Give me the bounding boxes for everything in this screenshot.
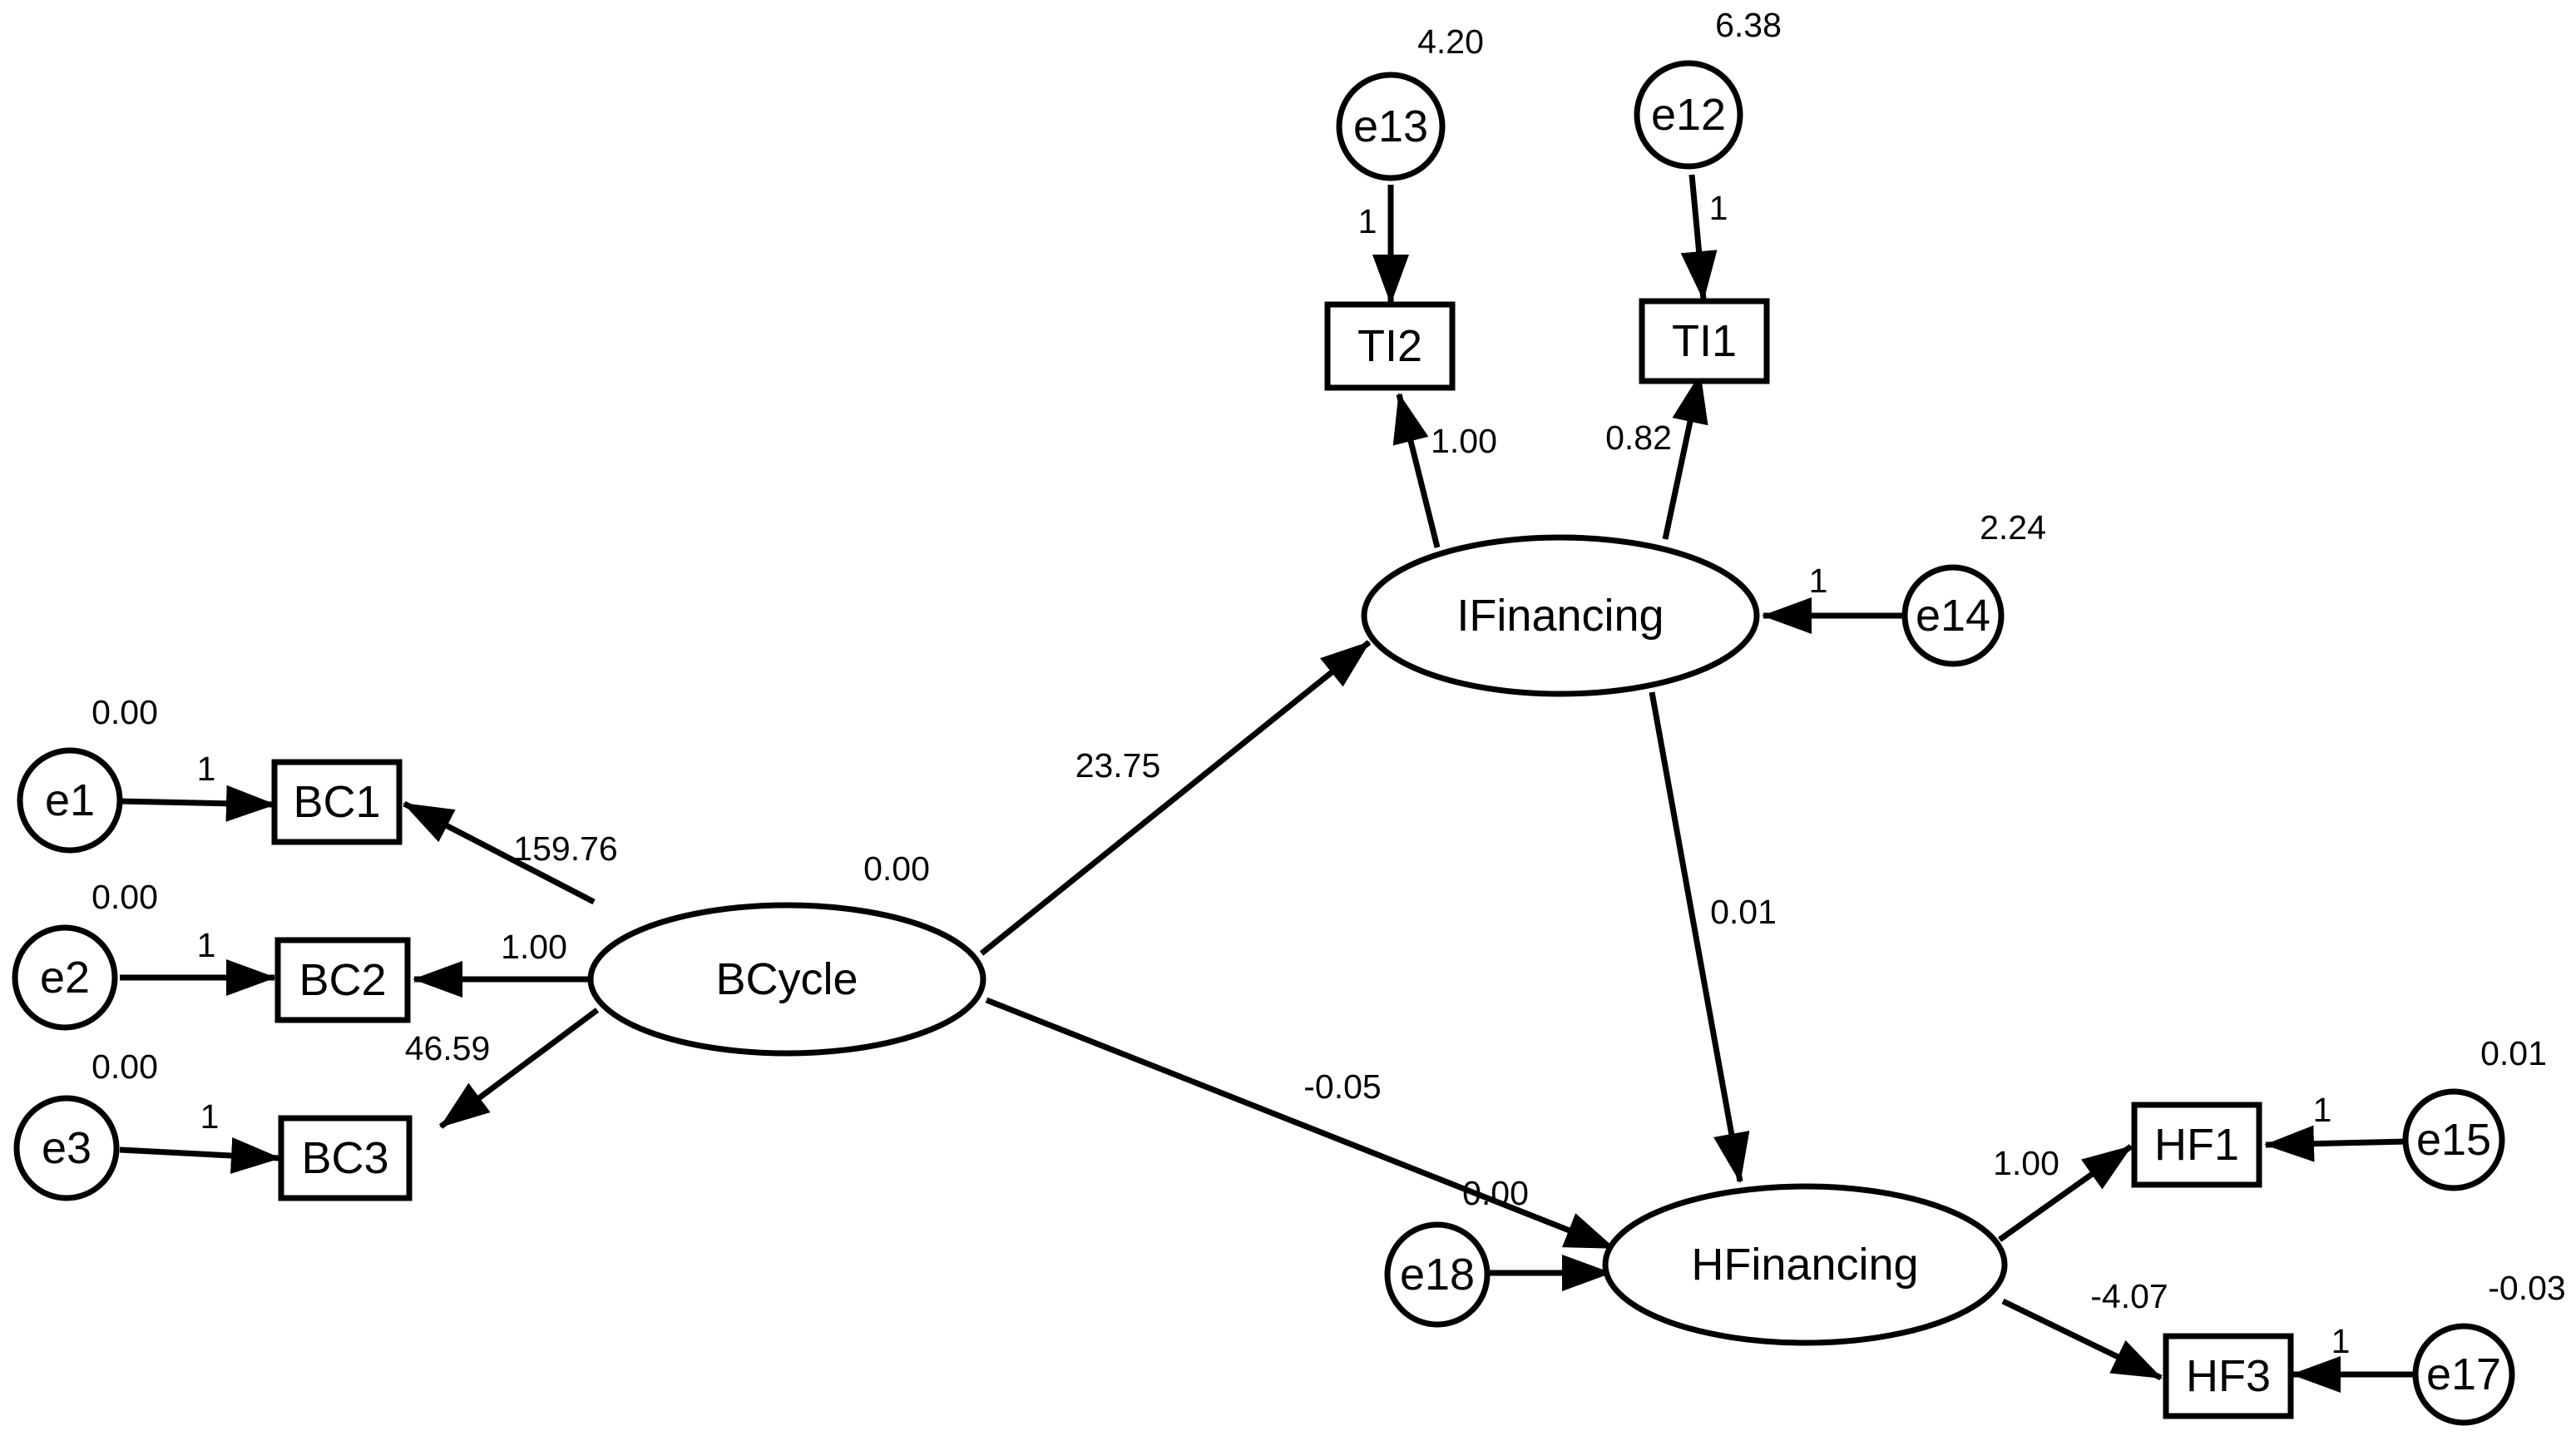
observed-hf1: HF1 <box>2131 1102 2262 1188</box>
path-ifinancing-hfinancing <box>1649 691 1750 1183</box>
weight-label-bcycle-hfinancing: -0.05 <box>1303 1067 1381 1106</box>
path-hfinancing-hf1 <box>1997 1144 2133 1242</box>
latent-bcycle: BCycle <box>587 902 986 1057</box>
error-e3-label: e3 <box>42 1123 91 1173</box>
variance-label-e14: 2.24 <box>1980 508 2046 547</box>
error-e13-label: e13 <box>1353 102 1428 151</box>
variance-label-hfinancing: 0.00 <box>1462 1174 1529 1212</box>
observed-bc3: BC3 <box>278 1115 413 1201</box>
error-e17: e17 <box>2412 1323 2515 1426</box>
weight-label-e13-ti2: 1 <box>1358 202 1377 240</box>
observed-ti1-label: TI1 <box>1672 316 1737 366</box>
error-e13: e13 <box>1336 72 1446 181</box>
latent-variables: BCycle IFinancing HFinancing <box>587 534 2008 1346</box>
error-e18-label: e18 <box>1400 1250 1475 1300</box>
observed-hf3-label: HF3 <box>2186 1351 2271 1401</box>
variance-labels: 0.00 0.00 0.00 4.20 6.38 2.24 0.01 -0.03… <box>91 6 2566 1307</box>
weight-label-ifinancing-hfinancing: 0.01 <box>1710 893 1777 931</box>
error-e18: e18 <box>1384 1221 1491 1328</box>
path-e3-bc3 <box>119 1137 281 1174</box>
path-ifinancing-ti1 <box>1662 373 1708 540</box>
weight-label-e1-bc1: 1 <box>197 750 216 788</box>
weight-label-e12-ti1: 1 <box>1709 189 1728 227</box>
edges <box>119 174 2417 1393</box>
observed-ti2: TI2 <box>1324 301 1456 391</box>
observed-ti2-label: TI2 <box>1357 321 1422 371</box>
weight-label-bcycle-ifinancing: 23.75 <box>1075 746 1161 785</box>
variance-label-e13: 4.20 <box>1417 22 1484 61</box>
weight-label-e2-bc2: 1 <box>197 926 216 964</box>
path-hfinancing-hf3 <box>2001 1298 2163 1381</box>
variance-label-e1: 0.00 <box>91 693 158 731</box>
path-bcycle-bc1 <box>403 800 596 905</box>
weight-label-bcycle-bc1: 159.76 <box>513 829 617 868</box>
error-terms: e1 e2 e3 e13 e12 e14 e15 e17 <box>12 60 2515 1426</box>
error-e1-label: e1 <box>45 775 95 825</box>
weight-label-e17-hf3: 1 <box>2331 1322 2351 1360</box>
error-e12-label: e12 <box>1651 90 1726 140</box>
error-e2: e2 <box>12 924 118 1031</box>
weight-label-hfinancing-hf3: -4.07 <box>2090 1277 2168 1315</box>
error-e15-label: e15 <box>2416 1115 2491 1165</box>
observed-ti1: TI1 <box>1639 298 1770 384</box>
latent-ifinancing: IFinancing <box>1361 534 1760 697</box>
observed-bc3-label: BC3 <box>301 1133 388 1183</box>
observed-bc1-label: BC1 <box>293 777 380 827</box>
weight-label-e3-bc3: 1 <box>200 1097 220 1136</box>
observed-bc2-label: BC2 <box>299 955 386 1005</box>
latent-hfinancing: HFinancing <box>1602 1183 2008 1346</box>
latent-bcycle-label: BCycle <box>715 954 858 1004</box>
weight-label-e14-ifinancing: 1 <box>1809 562 1828 600</box>
observed-bc1: BC1 <box>271 759 403 845</box>
error-e12: e12 <box>1634 60 1743 170</box>
variance-label-bcycle: 0.00 <box>863 849 930 888</box>
error-e15: e15 <box>2402 1088 2505 1191</box>
variance-label-e2: 0.00 <box>91 878 158 916</box>
path-weight-labels: 1 1 1 159.76 1.00 46.59 23.75 -0.05 1.00… <box>197 189 2351 1360</box>
path-e15-hf1 <box>2264 1125 2408 1162</box>
latent-hfinancing-label: HFinancing <box>1691 1240 1918 1290</box>
latent-ifinancing-label: IFinancing <box>1456 591 1664 641</box>
observed-bc2: BC2 <box>274 937 411 1023</box>
weight-label-bcycle-bc2: 1.00 <box>501 928 567 966</box>
path-e1-bc1 <box>119 785 276 822</box>
path-e12-ti1 <box>1680 174 1718 301</box>
error-e14: e14 <box>1901 564 2005 667</box>
weight-label-ifinancing-ti1: 0.82 <box>1605 418 1672 457</box>
error-e2-label: e2 <box>40 953 90 1003</box>
weight-label-ifinancing-ti2: 1.00 <box>1431 422 1497 460</box>
variance-label-e15: 0.01 <box>2480 1034 2547 1072</box>
variance-label-e3: 0.00 <box>91 1047 158 1086</box>
observed-variables: BC1 BC2 BC3 TI2 TI1 HF1 HF3 <box>271 298 2294 1419</box>
path-bcycle-ifinancing <box>979 640 1372 956</box>
path-bcycle-bc3 <box>438 1008 600 1129</box>
error-e1: e1 <box>17 747 123 854</box>
variance-label-e12: 6.38 <box>1715 6 1782 44</box>
path-ifinancing-ti2 <box>1392 393 1441 548</box>
error-e3: e3 <box>13 1095 120 1201</box>
weight-label-e15-hf1: 1 <box>2313 1091 2332 1129</box>
path-bcycle-hfinancing <box>985 997 1615 1251</box>
observed-hf3: HF3 <box>2163 1333 2294 1419</box>
error-e14-label: e14 <box>1916 591 1990 641</box>
error-e17-label: e17 <box>2426 1349 2501 1399</box>
weight-label-hfinancing-hf1: 1.00 <box>1993 1144 2059 1182</box>
weight-label-bcycle-bc3: 46.59 <box>405 1029 491 1067</box>
observed-hf1-label: HF1 <box>2154 1120 2239 1170</box>
variance-label-e17: -0.03 <box>2488 1269 2565 1307</box>
